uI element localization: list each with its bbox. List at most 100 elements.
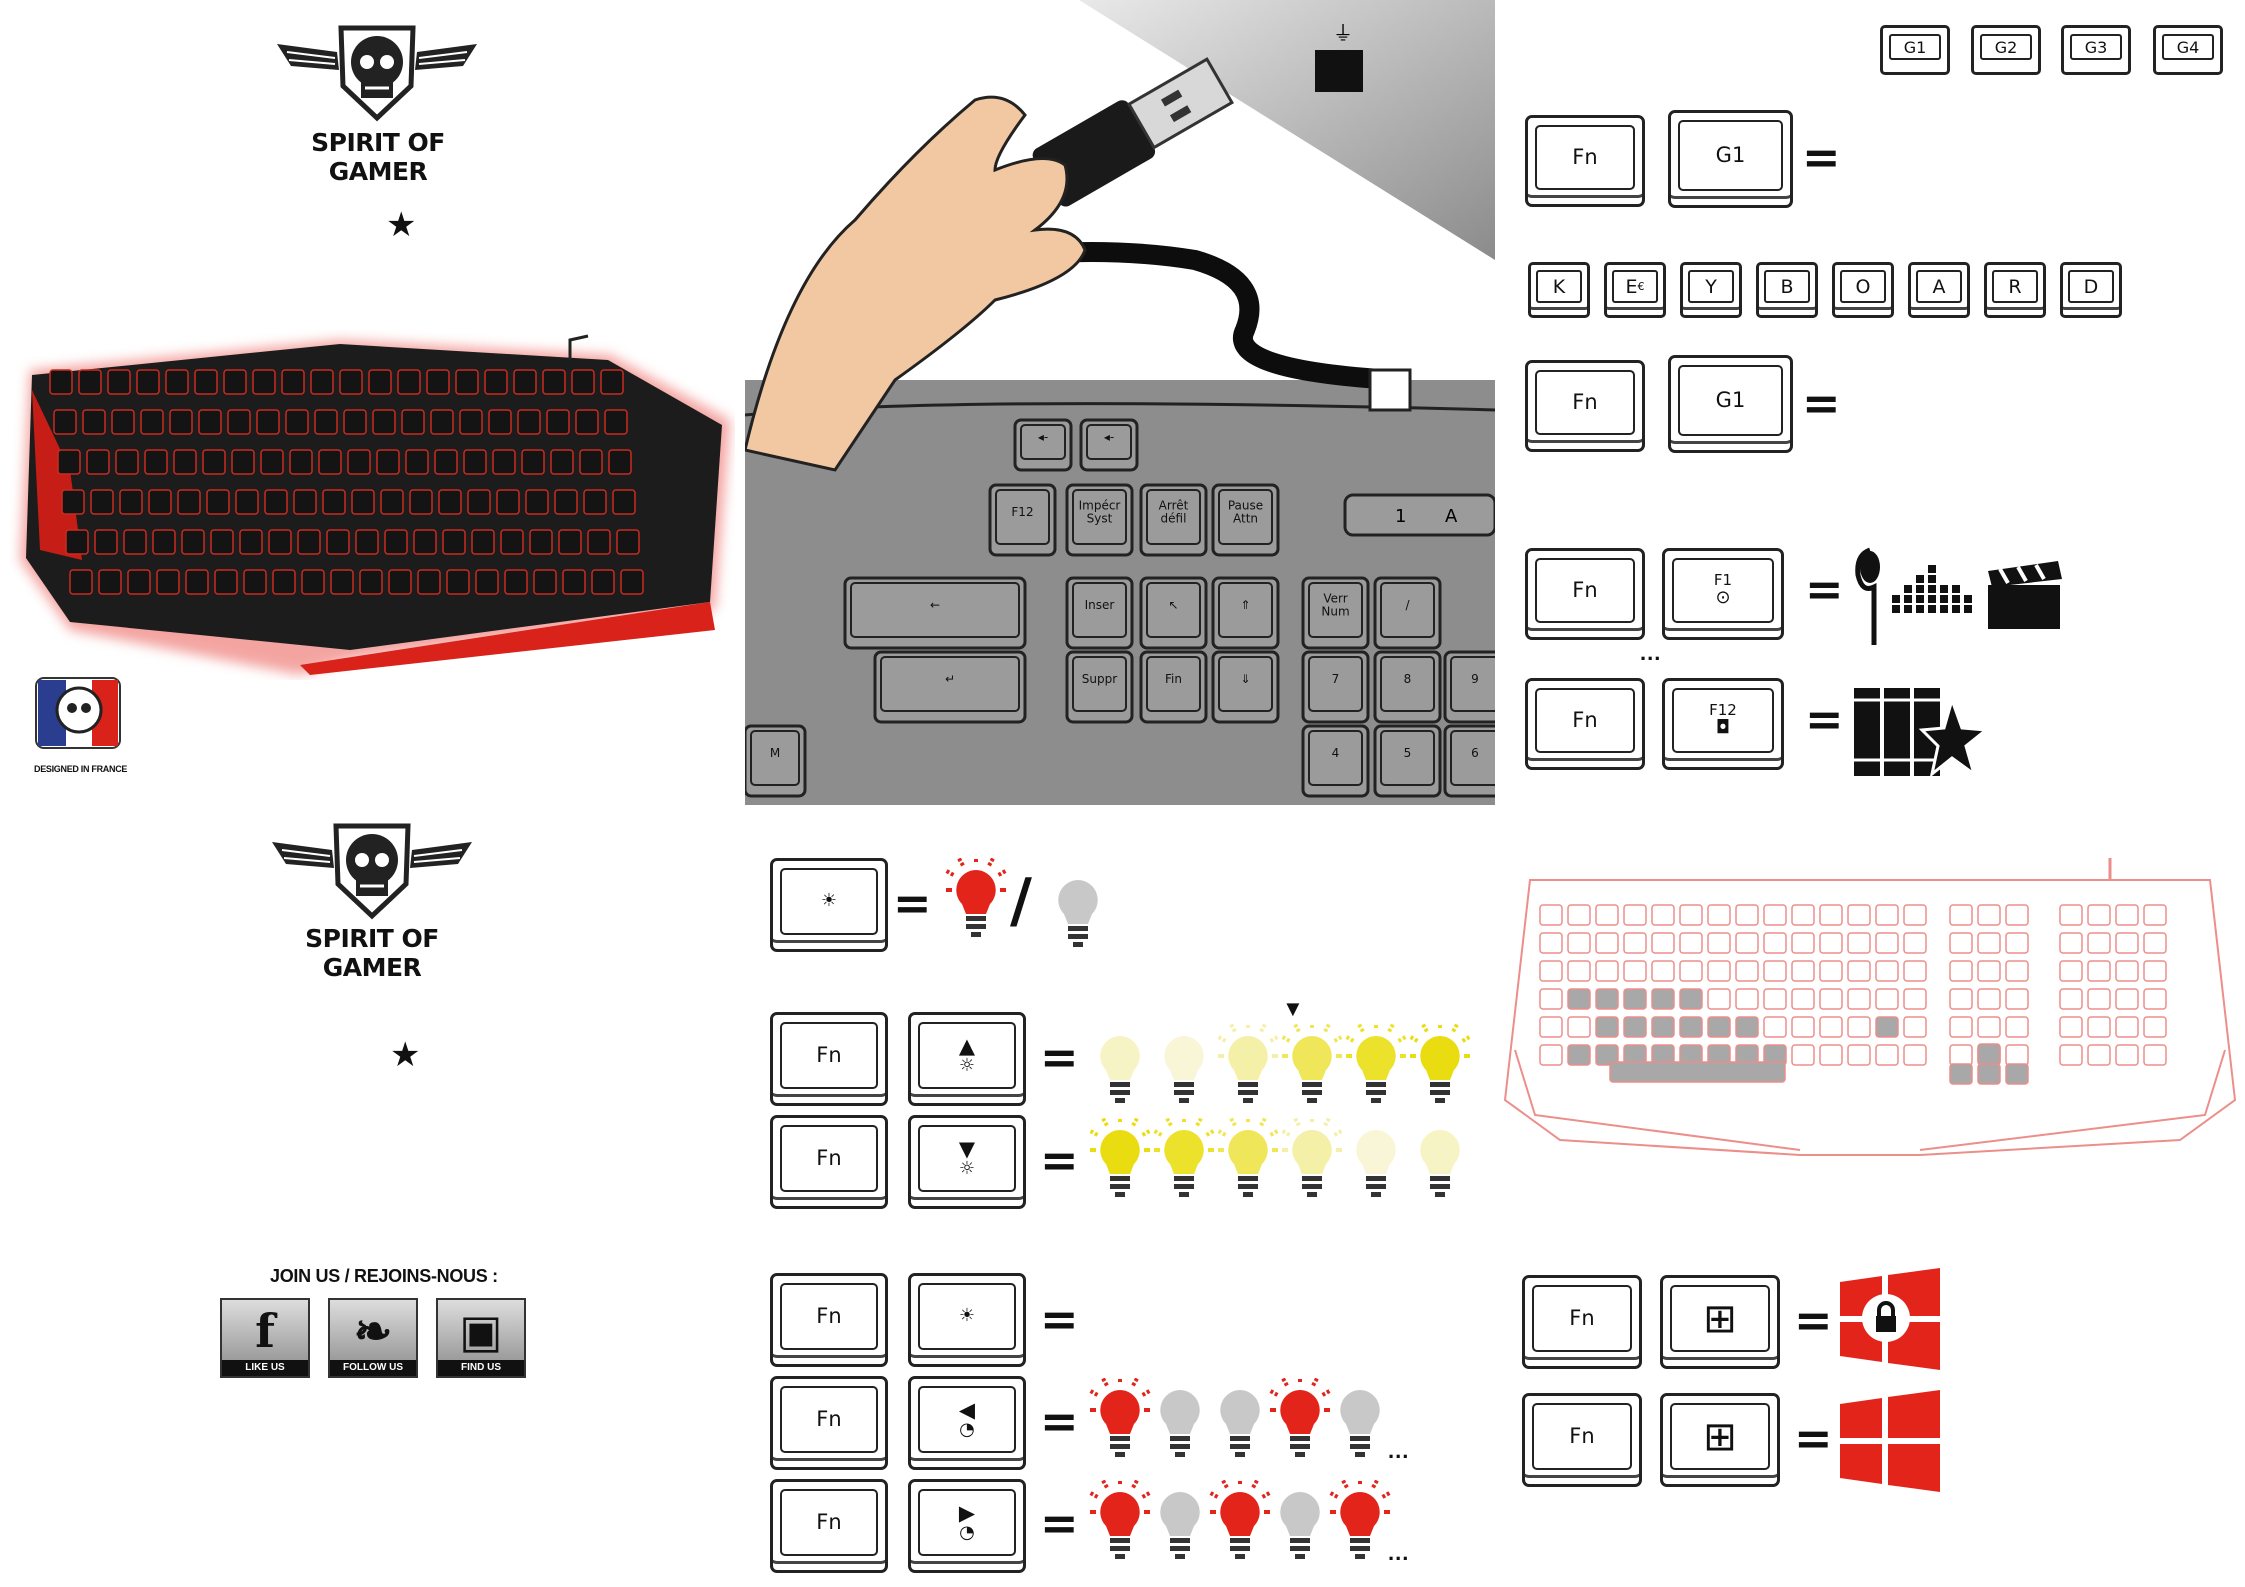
svg-text:/: / <box>1405 598 1410 612</box>
light-key-breathing[interactable]: ☀ <box>908 1273 1026 1367</box>
bulb-red-icon <box>1209 1480 1271 1559</box>
windows-icon: ⊞ <box>1703 1413 1737 1460</box>
svg-text:◂-: ◂- <box>1104 430 1114 444</box>
svg-text:Pause: Pause <box>1228 499 1263 513</box>
fn-key-macro-end[interactable]: Fn <box>1525 360 1645 452</box>
light-key[interactable]: ☀ <box>770 858 888 952</box>
brightness-down-key[interactable]: ▼☼ <box>908 1115 1026 1209</box>
speed-icon: ◔ <box>959 1419 975 1441</box>
instagram-icon: ▣ <box>459 1304 503 1358</box>
bulb-yellow-icon <box>1409 1024 1471 1103</box>
letter-key-r[interactable]: R <box>1984 262 2046 318</box>
fn-key-breathing[interactable]: Fn <box>770 1273 888 1367</box>
join-us-heading: JOIN US / REJOINS-NOUS : <box>270 1266 498 1286</box>
fn-key-speed-up[interactable]: Fn <box>770 1479 888 1573</box>
gkey-g4[interactable]: G4 <box>2153 25 2223 75</box>
current-level-marker-icon: ▼ <box>1282 996 1304 1021</box>
g1-key-macro-end[interactable]: G1 <box>1668 355 1793 453</box>
svg-text:⏚: ⏚ <box>1333 21 1353 45</box>
equals-sign: = <box>1794 1293 1833 1347</box>
speed-down-key[interactable]: ◀◔ <box>908 1376 1026 1470</box>
equals-sign: = <box>893 876 932 930</box>
svg-text:Num: Num <box>1321 605 1349 619</box>
arrow-left-icon: ◀ <box>958 1398 976 1423</box>
windows-unlocked-icon <box>1840 1390 1940 1492</box>
svg-text:F12: F12 <box>1011 505 1033 519</box>
svg-text:Verr: Verr <box>1323 592 1347 606</box>
svg-text:↵: ↵ <box>945 672 955 686</box>
fn-key-win-unlock[interactable]: Fn <box>1522 1393 1642 1487</box>
brightness-icon: ☼ <box>958 1158 976 1180</box>
letter-key-y[interactable]: Y <box>1680 262 1742 318</box>
equals-sign: = <box>1805 562 1844 616</box>
brightness-icon: ☼ <box>958 1055 976 1077</box>
bulb-red-icon <box>1269 1378 1331 1457</box>
skull-logo-icon <box>277 25 477 122</box>
facebook-icon: f <box>255 1304 275 1358</box>
twitter-button[interactable]: ❧ FOLLOW US <box>328 1298 418 1378</box>
ellipsis: ... <box>1388 1438 1410 1463</box>
windows-key-lock[interactable]: ⊞ <box>1660 1275 1780 1369</box>
equals-sign: = <box>1040 1394 1079 1448</box>
bulb-yellow-icon <box>1164 1036 1204 1103</box>
letter-key-a[interactable]: A <box>1908 262 1970 318</box>
camera-icon: ◘ <box>1715 716 1731 738</box>
fn-key-speed-down[interactable]: Fn <box>770 1376 888 1470</box>
bulb-yellow-icon <box>1356 1130 1396 1197</box>
f12-key[interactable]: F12◘ <box>1662 678 1784 770</box>
svg-text:◂-: ◂- <box>1038 430 1048 444</box>
svg-text:9: 9 <box>1471 672 1479 686</box>
gkey-g3[interactable]: G3 <box>2061 25 2131 75</box>
bulb-yellow-icon <box>1153 1118 1215 1197</box>
letter-key-e[interactable]: E€ <box>1604 262 1666 318</box>
bulb-yellow-icon <box>1420 1130 1460 1197</box>
gkey-g1[interactable]: G1 <box>1880 25 1950 75</box>
fn-key-brightness-down[interactable]: Fn <box>770 1115 888 1209</box>
letter-key-k[interactable]: K <box>1528 262 1590 318</box>
equals-sign: = <box>1802 130 1841 184</box>
letter-key-o[interactable]: O <box>1832 262 1894 318</box>
bulb-grey-icon <box>1340 1390 1380 1457</box>
media-library-icon <box>1854 688 1987 778</box>
bulb-red-icon <box>945 858 1007 937</box>
bulb-yellow-icon <box>1217 1118 1279 1197</box>
svg-text:6: 6 <box>1471 746 1479 760</box>
svg-text:Inser: Inser <box>1085 598 1115 612</box>
svg-text:Fin: Fin <box>1165 672 1182 686</box>
arrow-right-icon: ▶ <box>958 1501 976 1526</box>
letter-key-b[interactable]: B <box>1756 262 1818 318</box>
equals-sign: = <box>1040 1292 1079 1346</box>
fn-key-f12[interactable]: Fn <box>1525 678 1645 770</box>
bulb-red-icon <box>1089 1378 1151 1457</box>
fn-key-macro-start[interactable]: Fn <box>1525 115 1645 207</box>
speed-up-key[interactable]: ▶◔ <box>908 1479 1026 1573</box>
svg-text:Suppr: Suppr <box>1082 672 1117 686</box>
light-icon: ☀ <box>820 890 838 912</box>
svg-text:↖: ↖ <box>1168 598 1178 612</box>
arrow-down-icon: ▼ <box>958 1137 976 1162</box>
bulb-grey-icon <box>1058 880 1098 947</box>
bulb-grey-icon <box>1280 1492 1320 1559</box>
fn-key-win-lock[interactable]: Fn <box>1522 1275 1642 1369</box>
f1-key[interactable]: F1⊙ <box>1662 548 1784 640</box>
letter-key-d[interactable]: D <box>2060 262 2122 318</box>
svg-text:8: 8 <box>1404 672 1412 686</box>
brightness-up-key[interactable]: ▲☼ <box>908 1012 1026 1106</box>
designed-in-france-text: DESIGNED IN FRANCE <box>34 764 128 774</box>
arrow-up-icon: ▲ <box>958 1034 976 1059</box>
svg-text:M: M <box>770 746 780 760</box>
instagram-button[interactable]: ▣ FIND US <box>436 1298 526 1378</box>
gkey-g2[interactable]: G2 <box>1971 25 2041 75</box>
svg-text:⇑: ⇑ <box>1240 598 1250 612</box>
equals-sign: = <box>1040 1496 1079 1550</box>
twitter-icon: ❧ <box>353 1304 393 1358</box>
svg-text:←: ← <box>930 598 940 612</box>
svg-text:7: 7 <box>1332 672 1340 686</box>
windows-key-unlock[interactable]: ⊞ <box>1660 1393 1780 1487</box>
g1-key-macro-start[interactable]: G1 <box>1668 110 1793 208</box>
equals-sign: = <box>1794 1411 1833 1465</box>
fn-key-f1[interactable]: Fn <box>1525 548 1645 640</box>
fn-key-brightness-up[interactable]: Fn <box>770 1012 888 1106</box>
facebook-button[interactable]: f LIKE US <box>220 1298 310 1378</box>
